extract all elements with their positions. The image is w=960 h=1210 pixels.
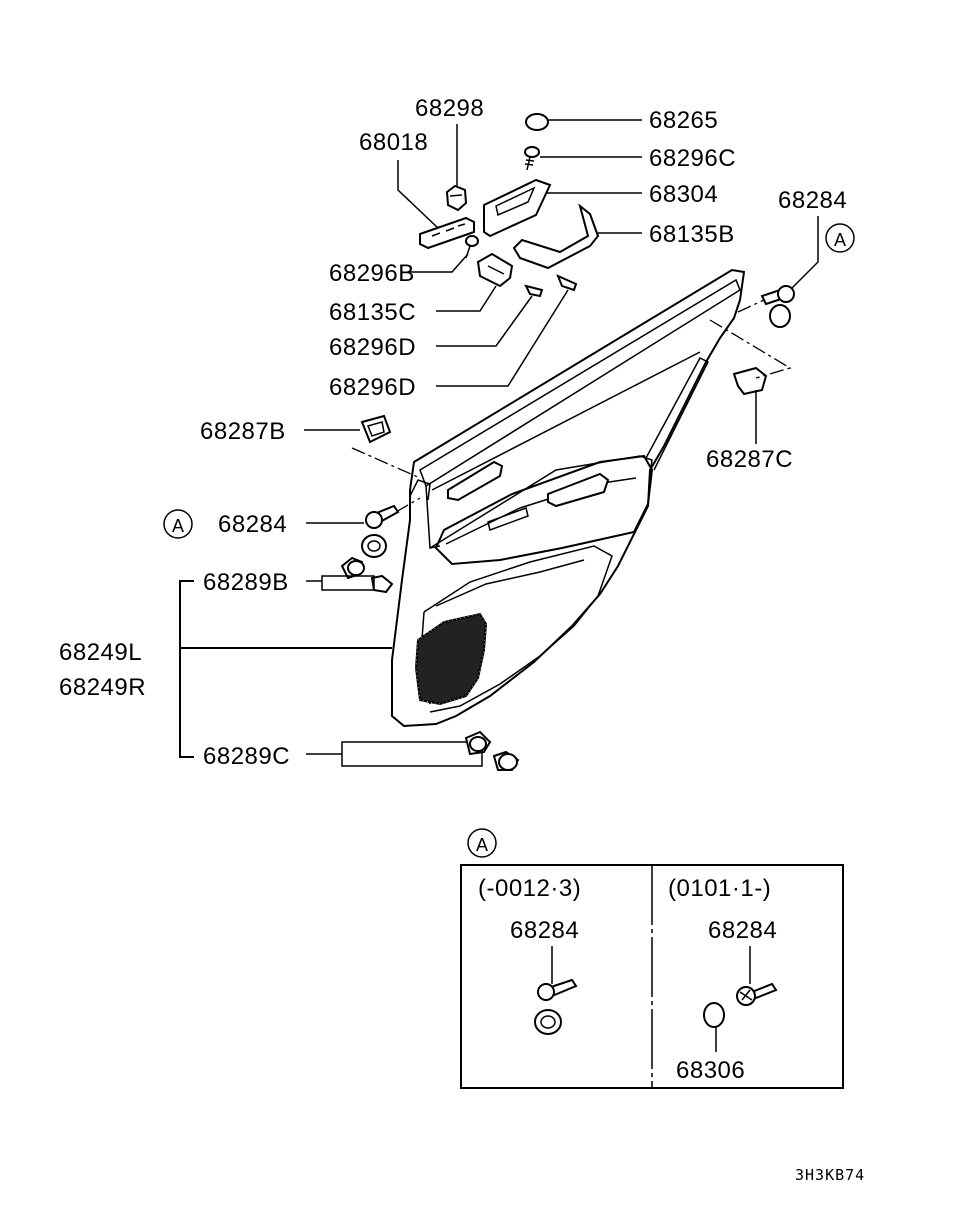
- diagram-code: 3H3KB74: [795, 1166, 865, 1184]
- label-68304: 68304: [649, 181, 718, 208]
- leader-dash: [737, 299, 765, 313]
- part-68135B: [512, 203, 642, 270]
- label-68296C: 68296C: [649, 145, 736, 172]
- label-68296D-1: 68296D: [329, 334, 416, 361]
- part-68287C: [732, 366, 768, 444]
- callout-a-detail: A: [467, 828, 497, 858]
- detail-right-extra: 68306: [676, 1057, 745, 1084]
- part-68287B: [304, 414, 421, 479]
- detail-left-range: (-0012·3): [478, 875, 581, 902]
- label-68296B: 68296B: [329, 260, 415, 287]
- leader-dash: [709, 319, 792, 379]
- part-68289B: [306, 556, 394, 594]
- label-68018: 68018: [359, 129, 428, 156]
- callout-a-left: A: [163, 509, 193, 539]
- part-68296D-1: [436, 284, 544, 347]
- speaker-grille: [414, 612, 488, 706]
- label-68265: 68265: [649, 107, 718, 134]
- svg-text:A: A: [172, 516, 184, 536]
- part-68135C: [436, 252, 514, 312]
- part-68265: [525, 113, 642, 131]
- label-68298: 68298: [415, 95, 484, 122]
- part-68298: [445, 124, 468, 212]
- label-68287C: 68287C: [706, 446, 793, 473]
- part-68018: [397, 160, 475, 250]
- detail-left-part: 68284: [510, 917, 579, 944]
- svg-text:A: A: [476, 835, 488, 855]
- detail-left-fastener: [534, 946, 578, 1035]
- detail-box: [460, 864, 844, 1089]
- part-68284-left: [306, 504, 400, 558]
- detail-right-part: 68284: [708, 917, 777, 944]
- label-68249L: 68249L: [59, 639, 142, 666]
- svg-text:A: A: [834, 230, 846, 250]
- callout-a-top: A: [825, 223, 855, 253]
- label-68284-left: 68284: [218, 511, 287, 538]
- label-68135B: 68135B: [649, 221, 735, 248]
- door-trim-panel: [391, 268, 746, 728]
- label-68296D-2: 68296D: [329, 374, 416, 401]
- detail-right-fastener: [703, 946, 778, 1052]
- part-68296C: [524, 146, 642, 171]
- detail-right-range: (0101·1-): [668, 875, 771, 902]
- label-68289C: 68289C: [203, 743, 290, 770]
- part-68296B: [408, 235, 479, 273]
- part-68284-top: [760, 216, 819, 328]
- label-68135C: 68135C: [329, 299, 416, 326]
- label-68284-top: 68284: [778, 187, 847, 214]
- part-68296D-2: [436, 274, 578, 387]
- bracket-68249: [179, 580, 392, 758]
- part-68289C: [306, 730, 520, 771]
- label-68249R: 68249R: [59, 674, 146, 701]
- label-68289B: 68289B: [203, 569, 289, 596]
- part-68304: [483, 178, 642, 238]
- label-68287B: 68287B: [200, 418, 286, 445]
